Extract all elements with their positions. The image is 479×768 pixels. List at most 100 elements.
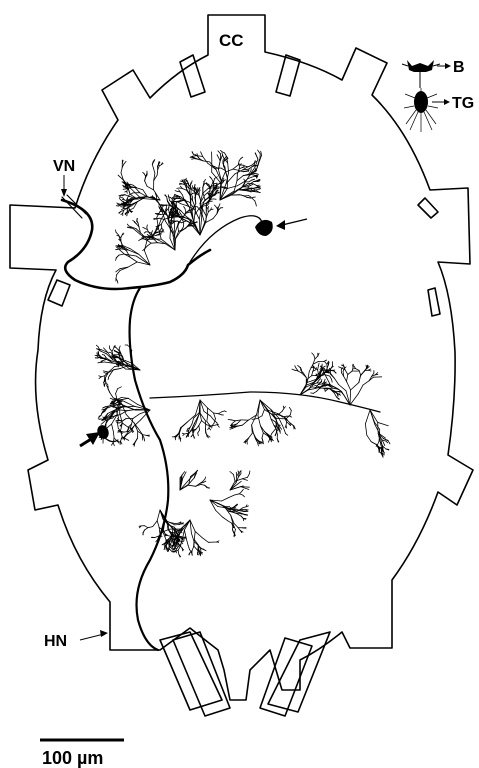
dendrite-segment — [214, 413, 219, 414]
dendrite-segment — [144, 174, 145, 177]
dendrite-segment — [167, 197, 168, 201]
dendrite-segment — [103, 360, 106, 361]
dendrite-segment — [230, 472, 234, 475]
dendrite-segment — [110, 398, 113, 399]
dendrite-segment — [108, 377, 109, 380]
dendrite-segment — [109, 374, 111, 377]
dendrite-segment — [375, 374, 378, 375]
dendrite-segment — [125, 191, 127, 192]
dendrite-segment — [314, 355, 315, 359]
dendrite-segment — [175, 195, 177, 196]
dendrite-segment — [116, 249, 121, 250]
dendrite-segment — [121, 437, 123, 442]
dendrite-segment — [252, 176, 255, 177]
arrow-upper-cell — [276, 219, 307, 230]
dendrite-segment — [175, 235, 176, 250]
dendrite-segment — [194, 546, 197, 550]
dendrite-segment — [98, 417, 99, 419]
dendrite-segment — [285, 425, 286, 427]
dendrite-segment — [157, 510, 160, 521]
dendrite-segment — [144, 241, 147, 251]
dendrite-segment — [225, 153, 227, 157]
dendrite-segment — [269, 439, 270, 443]
dendrite-segment — [194, 436, 195, 438]
dendrite-segment — [110, 393, 114, 398]
dendrite-segment — [356, 369, 359, 371]
dendrite-segment — [351, 383, 359, 390]
dendrite-segment — [243, 175, 249, 176]
dendrite-segment — [350, 390, 351, 405]
dendrite-segment — [282, 409, 284, 412]
dendrite-segment — [119, 410, 127, 411]
dendrite-segment — [235, 529, 236, 533]
dendrite-segment — [208, 206, 209, 209]
dendrite-segment — [145, 181, 148, 187]
dendrite-segment — [117, 203, 119, 204]
dendrite-segment — [230, 428, 233, 429]
dendrite-segment — [118, 387, 122, 389]
dendrite-segment — [282, 425, 284, 430]
dendrite-segment — [222, 498, 229, 501]
arrow-lower-cell — [80, 432, 100, 446]
cell-body-upper-right — [255, 220, 273, 236]
dendrite-segment — [181, 204, 187, 206]
dendrite-segment — [347, 381, 351, 390]
inset-b-icon — [402, 60, 451, 88]
dendrite-segment — [213, 214, 217, 219]
dendrite-segment — [359, 370, 361, 375]
dendrite-segment — [243, 420, 249, 425]
dendrite-segment — [388, 440, 390, 444]
dendrite-segment — [116, 389, 118, 394]
dendrite-segment — [109, 352, 111, 353]
dendrite-segment — [354, 366, 356, 369]
dendrite-segment — [127, 213, 128, 216]
dendrite-segment — [167, 535, 170, 536]
dendrite-segment — [147, 240, 151, 243]
scale-label: 100 µm — [42, 748, 103, 768]
dendrite-segment — [261, 151, 262, 155]
dendrite-segment — [243, 495, 245, 497]
dendrite-segment — [116, 352, 119, 353]
dendrite-segment — [272, 428, 276, 434]
dendrite-segment — [184, 433, 188, 434]
dendrite-segment — [239, 158, 241, 160]
dendrite-segment — [154, 219, 157, 220]
dendrite-segment — [209, 195, 210, 199]
dendrite-segment — [228, 521, 232, 523]
dendrite-segment — [173, 546, 174, 549]
dendrite-segment — [242, 479, 247, 481]
dendrite-segment — [200, 552, 202, 553]
dendrite-segment — [147, 225, 148, 227]
dendrite-segment — [143, 227, 145, 228]
dendrite-segment — [119, 353, 120, 356]
dendrite-segment — [318, 366, 319, 370]
dendrite-segment — [121, 235, 122, 238]
dendrite-segment — [193, 206, 194, 208]
dendrite-segment — [202, 215, 205, 224]
dendrite-segment — [319, 363, 320, 366]
dendrite-segment — [237, 169, 239, 174]
dendrite-segment — [133, 220, 135, 221]
dendrite-segment — [130, 184, 133, 185]
dendrite-segment — [192, 418, 194, 424]
dendrite-segment — [145, 526, 148, 528]
dendrite-segment — [127, 224, 129, 226]
dendrite-segment — [365, 424, 366, 435]
dendrite-segment — [210, 199, 214, 200]
dendrite-segment — [232, 421, 235, 424]
dendrite-segment — [124, 161, 126, 163]
dendrite-segment — [347, 375, 348, 382]
hn-label-arrow — [80, 630, 108, 640]
dendrite-segment — [119, 198, 120, 200]
dendrite-segment — [378, 422, 379, 433]
dendrite-segment — [247, 474, 249, 478]
dendrite-segment — [118, 205, 120, 206]
dendrite-segment — [139, 239, 141, 240]
dendrite-segment — [179, 555, 180, 558]
dendrite-segment — [386, 441, 388, 443]
label-vn: VN — [53, 158, 75, 175]
dendrite-segment — [242, 477, 247, 478]
dendrite-segment — [103, 371, 106, 372]
dendrite-segment — [367, 435, 371, 442]
